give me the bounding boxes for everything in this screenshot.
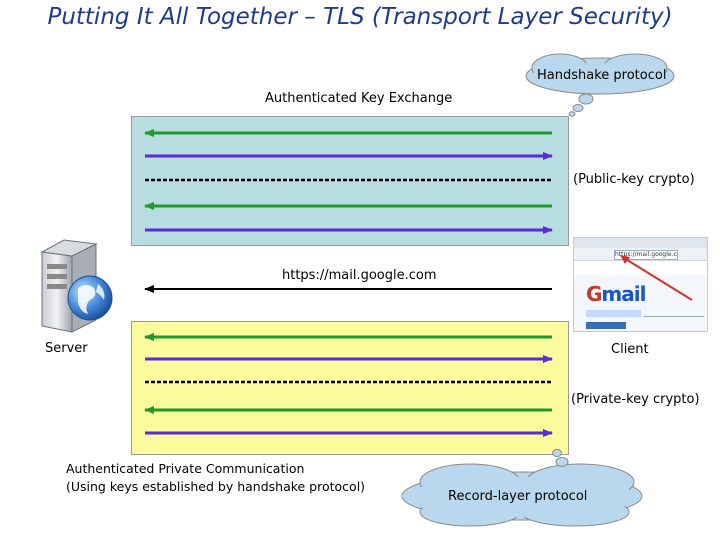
authenticated-key-exchange-label: Authenticated Key Exchange — [265, 91, 453, 106]
server-globe-icon — [38, 236, 118, 336]
handshake-protocol-label: Handshake protocol — [537, 68, 667, 83]
auth-private-comm-line1: Authenticated Private Communication — [66, 461, 305, 476]
client-label: Client — [611, 342, 649, 357]
public-key-crypto-label: (Public-key crypto) — [573, 172, 695, 187]
private-key-crypto-label: (Private-key crypto) — [571, 392, 700, 407]
https-url-label: https://mail.google.com — [282, 268, 437, 283]
gmail-browser-screenshot: https://mail.google.com Gmail — [573, 237, 708, 332]
handshake-cloud — [525, 53, 675, 117]
record-layer-protocol-label: Record-layer protocol — [448, 489, 588, 504]
auth-private-comm-line2: (Using keys established by handshake pro… — [66, 479, 366, 494]
server-label: Server — [45, 341, 88, 356]
page-title: Putting It All Together – TLS (Transport… — [47, 4, 673, 30]
record-layer-cloud — [401, 449, 643, 527]
